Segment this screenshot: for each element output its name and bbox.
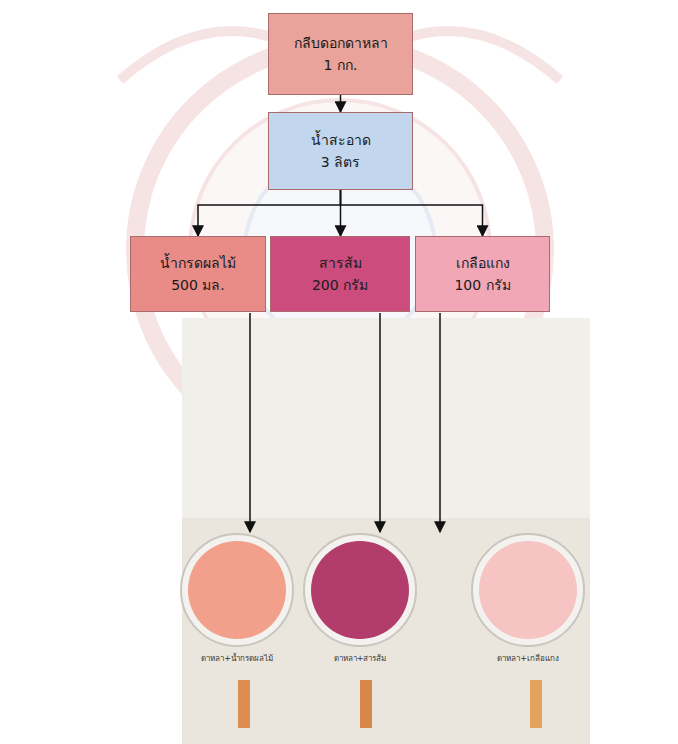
box-heading: สารส้ม bbox=[319, 252, 362, 274]
flow-arrow bbox=[341, 190, 483, 236]
sample-label: ดาหลา+สารส้ม bbox=[334, 652, 387, 665]
box-heading: น้ำกรดผลไม้ bbox=[160, 252, 236, 274]
process-box: เกลือแกง100 กรัม bbox=[415, 236, 550, 312]
sample-label: ดาหลา+เกลือแกง bbox=[497, 652, 559, 665]
box-amount: 3 ลิตร bbox=[321, 151, 360, 173]
process-box: น้ำกรดผลไม้500 มล. bbox=[130, 236, 266, 312]
box-amount: 200 กรัม bbox=[312, 274, 368, 296]
box-amount: 1 กก. bbox=[324, 54, 358, 76]
box-heading: น้ำสะอาด bbox=[311, 129, 371, 151]
flow-arrow bbox=[340, 95, 342, 112]
box-heading: กลีบดอกดาหลา bbox=[294, 32, 388, 54]
process-box: สารส้ม200 กรัม bbox=[270, 236, 410, 312]
flow-arrow bbox=[198, 190, 341, 236]
sample-label: ดาหลา+น้ำกรดผลไม้ bbox=[201, 652, 273, 665]
photo bbox=[181, 313, 590, 744]
box-amount: 100 กรัม bbox=[454, 274, 510, 296]
process-box: กลีบดอกดาหลา1 กก. bbox=[268, 13, 413, 95]
box-heading: เกลือแกง bbox=[456, 252, 510, 274]
box-amount: 500 มล. bbox=[171, 274, 225, 296]
process-box: น้ำสะอาด3 ลิตร bbox=[268, 112, 413, 190]
